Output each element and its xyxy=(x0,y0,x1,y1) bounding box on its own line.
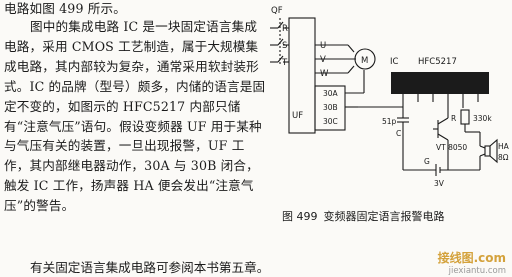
motor xyxy=(354,48,376,70)
label-r: R xyxy=(282,24,288,34)
label-s: S xyxy=(282,41,287,51)
label-res: R xyxy=(451,114,456,123)
label-transistor: VT 8050 xyxy=(436,143,467,152)
label-30c: 30C xyxy=(323,117,338,126)
figure-number: 图 499 xyxy=(282,210,318,223)
inverter-uf xyxy=(288,17,316,134)
label-v: V xyxy=(320,55,326,65)
label-ic: IC xyxy=(390,57,399,67)
label-speaker: HA xyxy=(498,142,510,151)
label-qf: QF xyxy=(271,6,283,16)
transistor-vt xyxy=(433,102,449,170)
circuit-diagram: QF R S T U V W UF M 30A 30B 30C IC HFC52… xyxy=(270,6,510,188)
intro-line: 电路如图 499 所示。 xyxy=(4,1,127,16)
ic-hfc5217 xyxy=(391,72,489,108)
label-cap-c: C xyxy=(396,129,401,138)
resistor xyxy=(460,109,470,125)
label-battery-v: 3V xyxy=(434,179,445,188)
watermark: 接线图.com jiexiantu.com xyxy=(438,249,506,276)
label-ic-model: HFC5217 xyxy=(418,57,457,67)
breaker-qf xyxy=(270,18,289,64)
label-motor: M xyxy=(361,56,368,66)
figure-title: 变频器固定语言报警电路 xyxy=(323,210,445,223)
label-speaker-val: 8Ω xyxy=(498,153,509,162)
label-cap: 51p xyxy=(382,117,397,126)
label-battery-g: G xyxy=(424,157,430,166)
relay-terminals xyxy=(314,85,346,131)
battery-g xyxy=(402,148,481,176)
label-w: W xyxy=(320,69,329,79)
label-res-val: 330k xyxy=(473,114,492,123)
label-u: U xyxy=(320,41,326,51)
label-t: T xyxy=(281,58,288,68)
body-paragraph: 图中的集成电路 IC 是一块固定语言集成电路，采用 CMOS 工艺制造，属于大规… xyxy=(4,19,266,214)
speaker-ha xyxy=(465,131,498,164)
label-30a: 30A xyxy=(323,89,339,98)
watermark-logo: 接线图.com xyxy=(437,251,506,265)
closing-line: 有关固定语言集成电路可参阅本书第五章。 xyxy=(30,260,270,275)
watermark-url: jiexiantu.com xyxy=(448,266,506,276)
label-uf: UF xyxy=(292,111,303,121)
figure-caption: 图 499 变频器固定语言报警电路 xyxy=(282,208,445,224)
label-30b: 30B xyxy=(323,103,338,112)
